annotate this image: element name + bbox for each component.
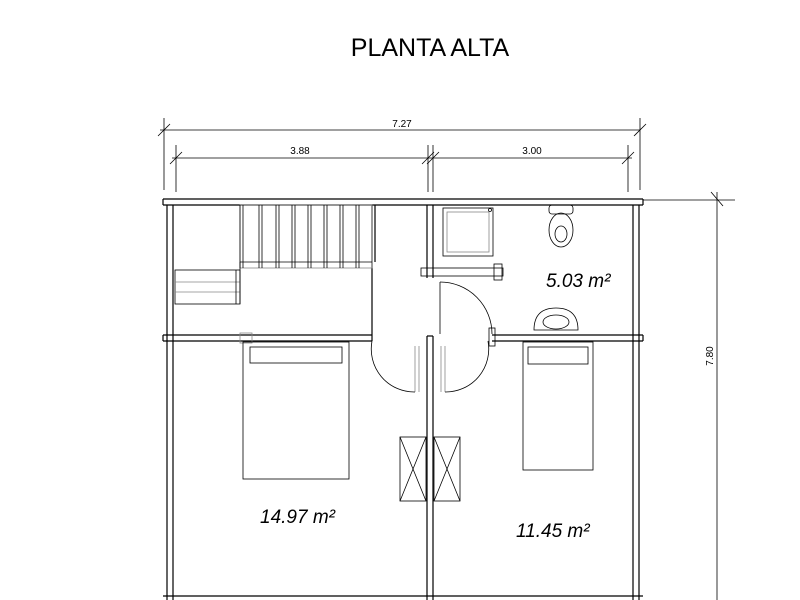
door-bathroom [439, 281, 496, 347]
interior-wall-horizontal [162, 332, 644, 344]
door-bedroom-right [444, 340, 490, 393]
wardrobe-left [399, 436, 427, 502]
double-bed [242, 341, 350, 480]
interior-wall-vertical [371, 205, 446, 600]
room-area-bedroom-left: 14.97 m² [260, 507, 336, 528]
dimension-total-width: 7.27 [157, 118, 647, 190]
room-area-bedroom-right: 11.45 m² [516, 521, 590, 542]
plan-title: PLANTA ALTA [350, 34, 510, 62]
dimension-label-right-width: 3.00 [522, 146, 542, 157]
toilet-icon [548, 204, 574, 248]
dimension-depth: 7.80 [643, 191, 735, 600]
dimension-label-left-width: 3.88 [290, 146, 310, 157]
door-bedroom-left [370, 340, 416, 393]
bathroom-partition [420, 263, 504, 281]
dimension-label-depth: 7.80 [705, 346, 716, 366]
dimension-partial-widths: 3.88 3.00 [169, 145, 635, 192]
washbasin-icon [533, 307, 579, 331]
single-bed [522, 341, 594, 471]
shower-tray [442, 207, 494, 257]
dimension-label-total-width: 7.27 [392, 119, 412, 130]
wardrobe-right [433, 436, 461, 502]
staircase [174, 204, 373, 305]
room-area-bathroom: 5.03 m² [546, 271, 611, 292]
